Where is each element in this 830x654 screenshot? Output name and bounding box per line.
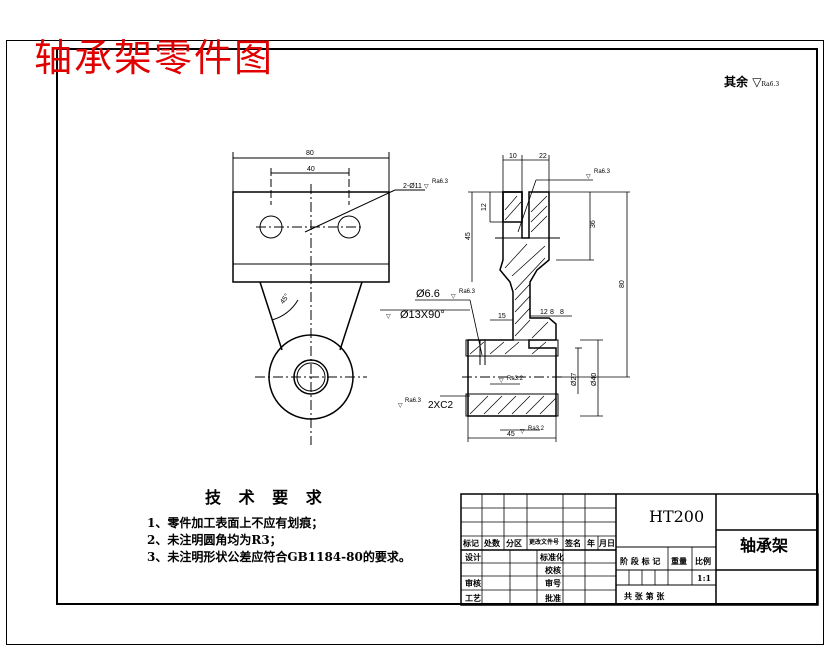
tb-weight: 重量 (671, 556, 687, 566)
dim-chamfer: 2XC2 (428, 400, 453, 411)
tb-approve: 批准 (545, 593, 561, 603)
dim-holes: 2-Ø11 (403, 183, 422, 190)
requirements-heading: 技 术 要 求 (205, 488, 328, 507)
tb-label-sign: 签名 (565, 538, 581, 548)
requirement-item: 2、未注明圆角均为R3； (147, 533, 282, 547)
roughness-4: Ra3.2 (507, 376, 524, 382)
requirement-item: 1、零件加工表面上不应有划痕； (147, 516, 324, 530)
dim-side-45: 45 (465, 232, 472, 240)
dim-hole-spacing: 40 (307, 166, 315, 173)
roughness-2: Ra6.3 (594, 169, 611, 175)
tb-label-mark: 标记 (463, 538, 479, 548)
dim-side-10: 10 (509, 153, 517, 160)
tb-check: 校核 (545, 565, 561, 575)
requirement-item: 3、未注明形状公差应符合GB1184-80的要求。 (147, 550, 411, 564)
part-name-cell: 轴承架 (740, 536, 789, 555)
tb-audit: 审号 (545, 578, 561, 588)
dim-side-15: 15 (498, 313, 506, 320)
dim-side-22: 22 (539, 153, 547, 160)
drawing-border (56, 48, 818, 605)
svg-text:▽: ▽ (386, 314, 391, 320)
drawing-title: 轴承架零件图 (34, 36, 275, 80)
dim-side-8b: 8 (560, 309, 564, 316)
dim-side-8: 8 (550, 309, 554, 316)
svg-text:▽: ▽ (424, 184, 429, 190)
dim-side-80: 80 (619, 280, 626, 288)
roughness-symbol-icon: ▽ (752, 75, 762, 89)
hatching (469, 195, 557, 415)
roughness-marks: ▽Ra6.3 ▽Ra6.3 ▽Ra6.3 ▽Ra3.2 ▽Ra6.3 ▽Ra3.… (386, 169, 611, 435)
tb-design: 设计 (465, 552, 481, 562)
roughness-5: Ra6.3 (405, 398, 422, 404)
dim-side-12b: 12 (540, 309, 548, 316)
dim-top-width: 80 (306, 150, 314, 157)
hole-note-2: Ø13X90° (400, 309, 445, 321)
material-cell: HT200 (649, 507, 705, 526)
dim-bore: Ø27 (571, 373, 578, 386)
tb-label-zone: 分区 (506, 538, 522, 548)
svg-text:▽: ▽ (499, 378, 504, 384)
tb-label-day: 日 (607, 538, 615, 548)
tb-sheets: 共 张 第 张 (624, 591, 665, 601)
title-block-lines (460, 493, 819, 606)
tb-scale-value: 1:1 (697, 573, 712, 583)
dim-angle: 45° (278, 292, 291, 305)
section-outline (467, 191, 557, 417)
svg-text:▽: ▽ (586, 174, 591, 180)
tb-scale-label: 比例 (695, 556, 711, 566)
svg-text:▽: ▽ (520, 429, 525, 435)
side-dim-lines (380, 155, 630, 442)
side-section-view (462, 191, 565, 417)
dim-side-12: 12 (481, 203, 488, 211)
roughness-3: Ra6.3 (459, 289, 476, 295)
roughness-general-note: 其余 ▽Ra6.3 (724, 73, 779, 90)
tb-process: 工艺 (465, 593, 481, 603)
roughness-general-label: 其余 (724, 75, 749, 89)
roughness-1: Ra6.3 (432, 179, 449, 185)
tb-label-month: 月 (599, 538, 607, 548)
side-dim-text: 10 22 12 45 36 80 8 12 15 8 Ø27 Ø40 45 2… (400, 153, 626, 438)
dim-length-45: 45 (507, 431, 515, 438)
tb-label-count: 处数 (484, 538, 500, 548)
drawing-frame (6, 40, 824, 645)
dim-side-36: 36 (590, 220, 597, 228)
tb-label-change-doc: 更改文件号 (529, 539, 560, 546)
roughness-6: Ra3.2 (528, 426, 545, 432)
dim-outer: Ø40 (591, 373, 598, 386)
hole-note-1: Ø6.6 (416, 288, 440, 300)
tb-standard: 标准化 (540, 552, 564, 562)
tb-stage-mark: 阶 段 标 记 (620, 556, 661, 566)
tb-label-year: 年 (587, 538, 595, 548)
front-view (232, 152, 425, 445)
roughness-general-value: Ra6.3 (761, 81, 780, 88)
svg-text:▽: ▽ (398, 403, 403, 409)
svg-text:▽: ▽ (451, 294, 456, 300)
tb-review: 审核 (465, 578, 481, 588)
